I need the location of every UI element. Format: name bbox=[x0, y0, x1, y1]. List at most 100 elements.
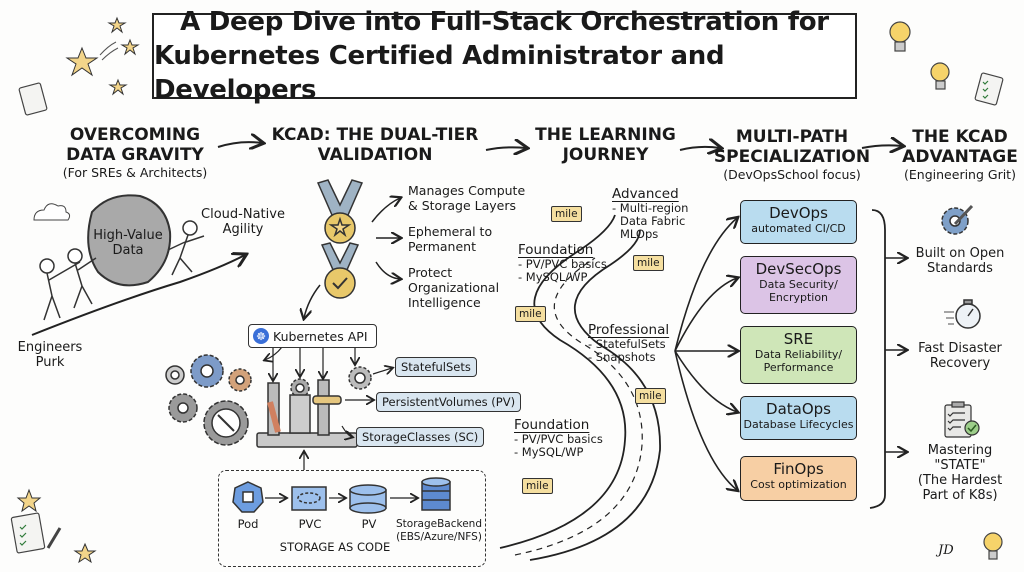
advantage-line: Fast Disaster bbox=[918, 341, 1002, 356]
flow-arrow-1 bbox=[217, 142, 262, 147]
goal-label-line: Cloud-Native bbox=[201, 207, 285, 222]
section-heading-dual-tier: KCAD: THE DUAL-TIER VALIDATION bbox=[265, 125, 485, 165]
heading-line: SPECIALIZATION bbox=[713, 147, 871, 167]
specialization-desc: Performance bbox=[763, 361, 834, 374]
advantage-line: "STATE" bbox=[934, 458, 986, 473]
stage-advanced: Advanced - Multi-region Data Fabric MLOp… bbox=[612, 186, 688, 241]
boulder-label-line: High-Value bbox=[93, 228, 163, 243]
specialization-dataops: DataOps Database Lifecycles bbox=[740, 396, 857, 440]
stage-item: - MySQL/WP bbox=[518, 270, 588, 284]
specialization-name: FinOps bbox=[773, 460, 824, 478]
backend-detail: (EBS/Azure/NFS) bbox=[396, 531, 482, 543]
signature: JD bbox=[938, 543, 954, 558]
stage-item: MLOps bbox=[620, 227, 659, 241]
specialization-name: SRE bbox=[783, 330, 814, 348]
title-line-2: Kubernetes Certified Administrator and D… bbox=[154, 41, 725, 105]
heading-line: THE KCAD bbox=[912, 127, 1008, 147]
title-line-1: A Deep Dive into Full-Stack Orchestratio… bbox=[180, 7, 829, 37]
stage-title: Foundation bbox=[518, 242, 594, 258]
goal-label-line: Agility bbox=[222, 222, 264, 237]
pvc-icon bbox=[291, 486, 327, 511]
flow-arrow-3 bbox=[679, 147, 720, 150]
section-heading-learning-journey: THE LEARNING JOURNEY bbox=[528, 125, 683, 165]
validation-point-3: Protect Organizational Intelligence bbox=[408, 265, 499, 310]
engineers-label-line: Purk bbox=[35, 355, 65, 370]
heading-line: MULTI-PATH bbox=[735, 127, 849, 147]
point-line: Ephemeral to bbox=[408, 224, 493, 239]
hill-slope bbox=[31, 255, 245, 336]
boulder-label-line: Data bbox=[112, 243, 144, 258]
engineers-label: Engineers Purk bbox=[10, 340, 90, 370]
advantage-line: (The Hardest bbox=[917, 473, 1003, 488]
kubernetes-api-label: Kubernetes API bbox=[273, 328, 368, 344]
point-line: & Storage Layers bbox=[408, 198, 516, 213]
specialization-name: DevSecOps bbox=[755, 260, 842, 278]
point-line: Intelligence bbox=[408, 295, 481, 310]
milestone-marker: mile bbox=[633, 255, 664, 271]
section-heading-specialization: MULTI-PATH SPECIALIZATION (DevOpsSchool … bbox=[712, 127, 872, 183]
storage-flow-icons bbox=[232, 477, 451, 514]
storage-caption: STORAGE AS CODE bbox=[279, 540, 391, 554]
stage-professional: Professional - StatefulSets - Snapshots bbox=[588, 322, 669, 364]
advantage-open-standards: Built on Open Standards bbox=[905, 246, 1015, 276]
stage-item: - PV/PVC basics bbox=[518, 257, 607, 271]
stage-item: - PV/PVC basics bbox=[514, 432, 603, 446]
stage-item: Data Fabric bbox=[620, 214, 686, 228]
boulder-label: High-Value Data bbox=[88, 228, 168, 258]
advantage-line: Built on Open bbox=[915, 246, 1005, 261]
stopwatch-icon bbox=[944, 299, 981, 329]
point-line: Organizational bbox=[408, 280, 500, 295]
storage-as-code-box bbox=[218, 470, 486, 567]
advantage-line: Mastering bbox=[927, 443, 993, 458]
kubernetes-api-box: ☸ Kubernetes API bbox=[248, 324, 377, 348]
star-icons bbox=[16, 16, 140, 564]
specialization-devsecops: DevSecOps Data Security/ Encryption bbox=[740, 256, 857, 314]
specialization-desc: automated CI/CD bbox=[751, 222, 846, 235]
advantage-line: Standards bbox=[927, 261, 993, 276]
flow-arrow-2 bbox=[485, 147, 526, 150]
stage-title: Foundation bbox=[514, 417, 590, 433]
storage-step-pod: Pod bbox=[237, 517, 259, 531]
stage-foundation-upper: Foundation - PV/PVC basics - MySQL/WP bbox=[518, 242, 607, 284]
section-heading-advantage: THE KCAD ADVANTAGE (Engineering Grit) bbox=[900, 127, 1020, 183]
checklist-icon bbox=[944, 401, 980, 438]
specialization-desc: Data Reliability/ bbox=[754, 348, 843, 361]
medal-icons bbox=[316, 179, 364, 299]
validation-point-1: Manages Compute & Storage Layers bbox=[408, 183, 525, 213]
engineers-label-line: Engineers bbox=[17, 340, 83, 355]
specialization-desc: Database Lifecycles bbox=[743, 418, 854, 431]
milestone-marker: mile bbox=[515, 306, 546, 322]
specialization-desc: Data Security/ bbox=[759, 278, 838, 291]
specialization-desc: Cost optimization bbox=[750, 478, 847, 491]
heading-subtitle: (DevOpsSchool focus) bbox=[723, 167, 861, 182]
stage-item: - Multi-region bbox=[612, 201, 689, 215]
stage-foundation-lower: Foundation - PV/PVC basics - MySQL/WP bbox=[514, 417, 603, 459]
advantage-mastering-state: Mastering "STATE" (The Hardest Part of K… bbox=[905, 443, 1015, 503]
specialization-name: DevOps bbox=[769, 204, 828, 222]
backend-name: StorageBackend bbox=[396, 518, 482, 530]
milestone-marker: mile bbox=[635, 388, 666, 404]
advantages-bracket bbox=[869, 209, 886, 509]
point-line: Manages Compute bbox=[408, 183, 526, 198]
validation-point-2: Ephemeral to Permanent bbox=[408, 224, 492, 254]
stage-item: - MySQL/WP bbox=[514, 445, 584, 459]
resource-storageclasses: StorageClasses (SC) bbox=[356, 427, 485, 447]
point-line: Permanent bbox=[408, 239, 476, 254]
specialization-name: DataOps bbox=[766, 400, 831, 418]
specialization-finops: FinOps Cost optimization bbox=[740, 456, 857, 501]
lightbulb-icon bbox=[889, 21, 1003, 560]
resource-persistentvolumes: PersistentVolumes (PV) bbox=[376, 392, 522, 412]
heading-line: ADVANTAGE bbox=[902, 147, 1018, 167]
heading-line: KCAD: THE DUAL-TIER bbox=[271, 125, 479, 145]
section-heading-data-gravity: OVERCOMING DATA GRAVITY (For SREs & Arch… bbox=[45, 125, 225, 181]
point-line: Protect bbox=[408, 265, 453, 280]
stage-item: - Snapshots bbox=[588, 350, 656, 364]
stage-item: - StatefulSets bbox=[588, 337, 666, 351]
heading-subtitle: (Engineering Grit) bbox=[904, 167, 1016, 182]
storage-step-pv: PV bbox=[361, 517, 377, 531]
clipboard-icon bbox=[10, 72, 1004, 554]
advantage-disaster-recovery: Fast Disaster Recovery bbox=[905, 341, 1015, 371]
stick-figures bbox=[39, 220, 205, 321]
flow-arrow-4 bbox=[861, 145, 902, 148]
